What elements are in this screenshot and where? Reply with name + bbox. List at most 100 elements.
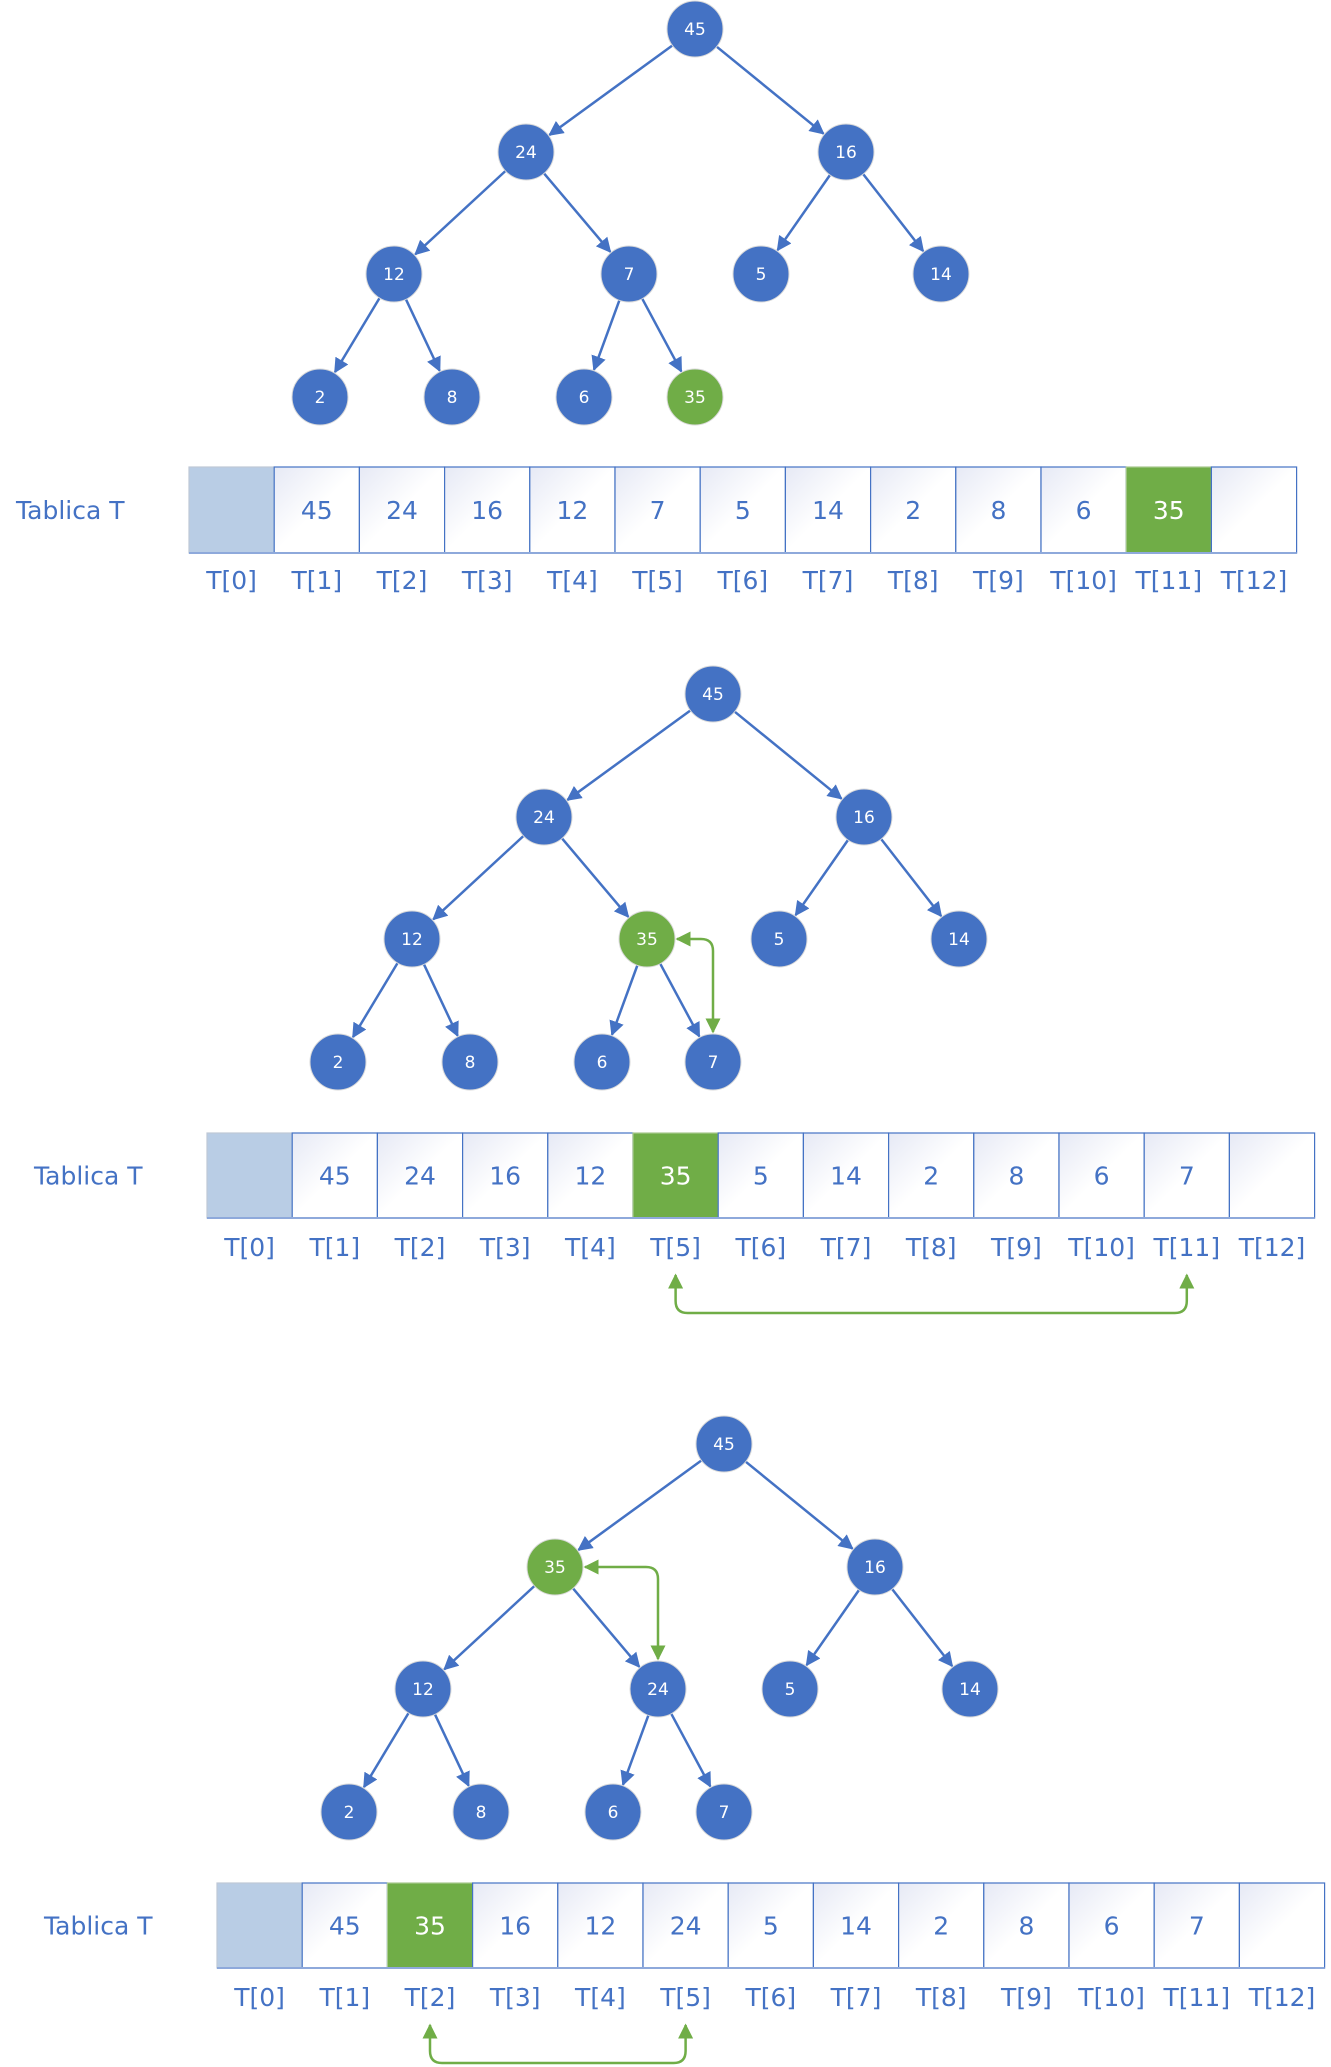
index-label: T[2] — [394, 1233, 446, 1262]
node-circle — [441, 1033, 499, 1091]
tree-node: 14 — [941, 1660, 999, 1718]
index-label: T[5] — [649, 1233, 701, 1262]
node-value: 35 — [544, 1558, 566, 1578]
node-value: 8 — [447, 388, 458, 408]
cell-box — [812, 1882, 900, 1969]
tree-node: 24 — [629, 1660, 687, 1718]
index-label: T[9] — [990, 1233, 1042, 1262]
node-circle — [941, 1660, 999, 1718]
cell-box — [1058, 1132, 1145, 1219]
cell-box — [614, 466, 701, 554]
swap-arrow-tree — [675, 931, 721, 1034]
cell-value: 6 — [1104, 1912, 1120, 1941]
table-cell: 14 — [812, 1882, 900, 1969]
tree-edge — [414, 170, 507, 256]
index-label: T[1] — [308, 1233, 360, 1262]
cell-box — [727, 1882, 815, 1969]
cell-box — [632, 1132, 719, 1219]
cell-value: 24 — [404, 1162, 436, 1191]
table-cell: 24 — [358, 466, 446, 554]
cell-box — [802, 1132, 890, 1219]
tree-edge — [670, 1713, 712, 1788]
node-circle — [666, 0, 724, 58]
index-label: T[0] — [233, 1983, 285, 2012]
node-circle — [600, 245, 658, 303]
table-cell: 35 — [632, 1132, 719, 1219]
cell-value: 14 — [812, 496, 844, 525]
node-value: 12 — [383, 265, 405, 285]
table-cell: 45 — [291, 1132, 379, 1219]
tree-node: 45 — [666, 0, 724, 58]
table-cell: 14 — [784, 466, 872, 554]
node-circle — [291, 368, 349, 426]
index-label: T[5] — [631, 566, 683, 595]
node-circle — [515, 788, 573, 846]
node-value: 6 — [597, 1053, 608, 1073]
tree-edge — [862, 173, 925, 253]
cell-value: 14 — [840, 1912, 872, 1941]
index-label: T[12] — [1238, 1233, 1306, 1262]
tree-edge — [715, 45, 825, 135]
index-label: T[9] — [1000, 1983, 1052, 2012]
node-circle — [555, 368, 613, 426]
node-value: 16 — [853, 808, 875, 828]
cell-value: 35 — [1153, 496, 1185, 525]
tree-node: 12 — [394, 1660, 452, 1718]
node-value: 2 — [315, 388, 326, 408]
tree-edge — [620, 1714, 650, 1787]
cell-box — [1068, 1882, 1155, 1969]
index-label: T[4] — [564, 1233, 616, 1262]
index-label: T[2] — [376, 566, 428, 595]
tree-edge — [443, 1585, 536, 1671]
tree-node: 8 — [441, 1033, 499, 1091]
tree-node: 6 — [584, 1783, 642, 1841]
node-value: 2 — [344, 1803, 355, 1823]
tree-edge — [572, 1587, 641, 1668]
node-value: 5 — [756, 265, 767, 285]
index-label: T[8] — [915, 1983, 967, 2012]
node-value: 16 — [835, 143, 857, 163]
tree-node: 16 — [846, 1538, 904, 1596]
node-value: 14 — [948, 930, 970, 950]
node-value: 24 — [647, 1680, 669, 1700]
tree-node: 24 — [497, 123, 555, 181]
index-label: T[6] — [734, 1233, 786, 1262]
node-value: 14 — [930, 265, 952, 285]
table-cell: 14 — [802, 1132, 890, 1219]
table-cell: 5 — [717, 1132, 805, 1219]
node-circle — [684, 665, 742, 723]
node-value: 14 — [959, 1680, 981, 1700]
node-circle — [666, 368, 724, 426]
cell-value: 2 — [905, 496, 921, 525]
tree-node: 12 — [383, 910, 441, 968]
node-circle — [452, 1783, 510, 1841]
table-cell: 16 — [472, 1882, 559, 1969]
node-value: 6 — [608, 1803, 619, 1823]
table-cell: 2 — [887, 1132, 975, 1219]
tree-edge — [641, 298, 683, 373]
index-label: T[12] — [1248, 1983, 1316, 2012]
cell-value: 12 — [556, 496, 588, 525]
cell-box — [291, 1132, 379, 1219]
tree-node: 8 — [423, 368, 481, 426]
index-label: T[2] — [404, 1983, 456, 2012]
tree-edge — [548, 44, 674, 136]
node-circle — [584, 1783, 642, 1841]
node-value: 5 — [774, 930, 785, 950]
tree-edge — [805, 1589, 861, 1667]
tree-node: 14 — [912, 245, 970, 303]
node-circle — [526, 1538, 584, 1596]
cell-value: 7 — [1189, 1912, 1205, 1941]
tree-edge — [794, 839, 850, 917]
tree-edge — [880, 838, 943, 918]
node-value: 8 — [476, 1803, 487, 1823]
node-value: 7 — [624, 265, 635, 285]
node-value: 5 — [785, 1680, 796, 1700]
index-label: T[1] — [290, 566, 342, 595]
array-table: Tablica TT[0]45T[1]24T[2]16T[3]12T[4]7T[… — [15, 466, 1298, 595]
node-value: 45 — [684, 20, 706, 40]
